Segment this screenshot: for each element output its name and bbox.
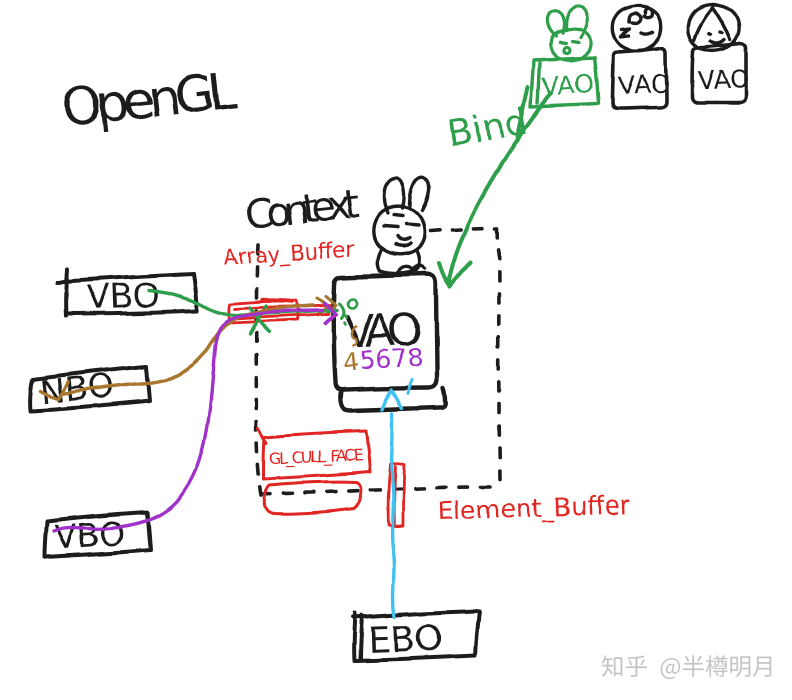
ebo-label: EBO [367,618,444,662]
vbo-bottom-label: VBO [54,513,127,557]
vbo-bottom-box [43,510,152,559]
cyan-tick [406,378,414,396]
green-line-endcap [337,301,345,320]
green-creature-head-icon [545,4,592,62]
vbo-top-label: VBO [87,276,159,317]
green-vao-box [529,55,600,109]
gl-cull-face-label: GL_CULL_FACE [269,446,364,469]
vao-attr-index-brown: 4 [342,346,361,377]
vbo-top-box [55,267,199,318]
green-attrib-dot [346,297,358,309]
brown-attrib-line [39,303,315,401]
red-empty-slot [262,480,363,515]
brown-squiggle [350,324,358,347]
purple-attrib-line [52,301,338,533]
green-x-mark [248,304,271,336]
watermark [601,655,772,680]
vao-instance-3: VAO [686,2,750,105]
vao-label-2: VAO [617,69,670,101]
vao-attr-indices-purple: 5678 [359,343,424,375]
vao-instance-2: VAO [610,4,670,111]
creature3-head-icon [686,2,742,54]
vao-label-3: VAO [697,64,750,96]
nbo-box [28,364,151,413]
context-label: Context [243,181,361,239]
vao-main-label: VAO [344,304,424,358]
element-buffer-label: Element_Buffer [437,490,630,526]
gl-cull-face-box [256,426,372,481]
bind-arrow [438,85,554,289]
creature2-head-icon [611,4,663,53]
vao-attrib-doodles [315,294,414,396]
corgi-doodle-icon [372,176,431,276]
context-dashed-box [254,226,502,497]
cyan-element-line [380,388,404,619]
title-opengl: OpenGL [59,61,240,139]
vao-main-box [331,271,448,414]
vao-box-3 [690,42,748,105]
vao-instance-green: VAO [529,4,600,109]
array-buffer-label: Array_Buffer [223,237,356,271]
ebo-box [351,609,481,663]
green-attrib-tick [342,313,348,326]
vao-box-2 [610,45,668,111]
